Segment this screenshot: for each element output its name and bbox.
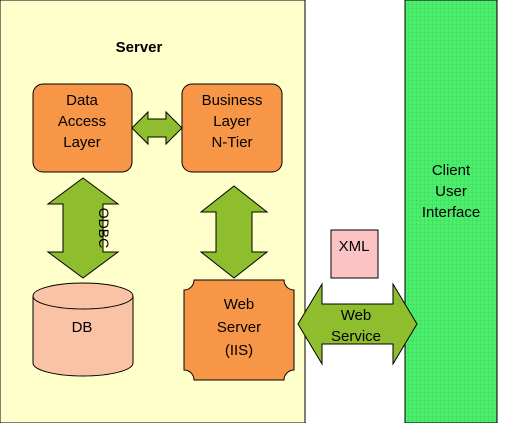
web-server-line2: Server bbox=[217, 319, 261, 336]
db-label: DB bbox=[72, 319, 93, 336]
db-cylinder: DB bbox=[32, 282, 134, 377]
business-line3: N-Tier bbox=[211, 134, 252, 151]
web-server-line3: (IIS) bbox=[225, 342, 253, 359]
odbc-arrow bbox=[46, 177, 120, 279]
client-label-line3: Interface bbox=[422, 204, 480, 221]
web-service-label-line1: Web bbox=[341, 307, 372, 324]
client-panel-box bbox=[404, 0, 498, 423]
business-webserver-arrow bbox=[199, 185, 269, 279]
client-panel: Client User Interface bbox=[404, 0, 498, 423]
xml-label: XML bbox=[339, 238, 370, 255]
client-label-line1: Client bbox=[432, 162, 471, 179]
odbc-label: ODBC bbox=[96, 208, 112, 248]
data-access-line2: Access bbox=[58, 113, 106, 130]
business-layer-box: Business Layer N-Tier bbox=[181, 83, 283, 173]
data-access-line3: Layer bbox=[63, 134, 101, 151]
web-server-line1: Web bbox=[224, 296, 255, 313]
web-service-arrow bbox=[297, 282, 418, 366]
server-title: Server bbox=[116, 39, 163, 56]
business-line1: Business bbox=[202, 92, 263, 109]
web-server-box: Web Server (IIS) bbox=[183, 279, 295, 381]
business-line2: Layer bbox=[213, 113, 251, 130]
xml-box: XML bbox=[330, 229, 379, 279]
web-service-label-line2: Service bbox=[331, 328, 381, 345]
data-access-layer-box: Data Access Layer bbox=[32, 83, 133, 173]
data-access-line1: Data bbox=[66, 92, 98, 109]
client-label-line2: User bbox=[435, 183, 467, 200]
